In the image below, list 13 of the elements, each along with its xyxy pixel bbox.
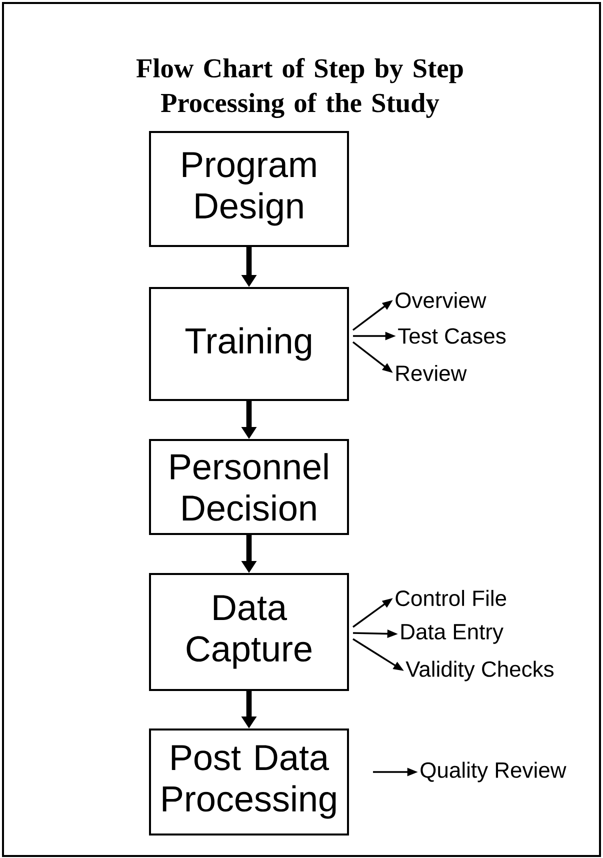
process-box: Program Design [149, 131, 349, 247]
item-label: Control File [396, 590, 506, 606]
item-label: Test Cases [398, 328, 506, 344]
process-box: Data Capture [149, 573, 349, 691]
item-label: Review [396, 364, 467, 382]
item-label: Data Entry [401, 624, 504, 644]
item-label: Validity Checks [406, 660, 554, 682]
process-box: Post Data Processing [149, 728, 349, 836]
process-box: Personnel Decision [149, 439, 349, 535]
item-label: Overview [396, 292, 486, 308]
process-box: Training [149, 287, 349, 401]
item-label: Quality Review [420, 762, 566, 782]
title: Flow Chart of Step by Step Processing of the Study [136, 58, 463, 118]
